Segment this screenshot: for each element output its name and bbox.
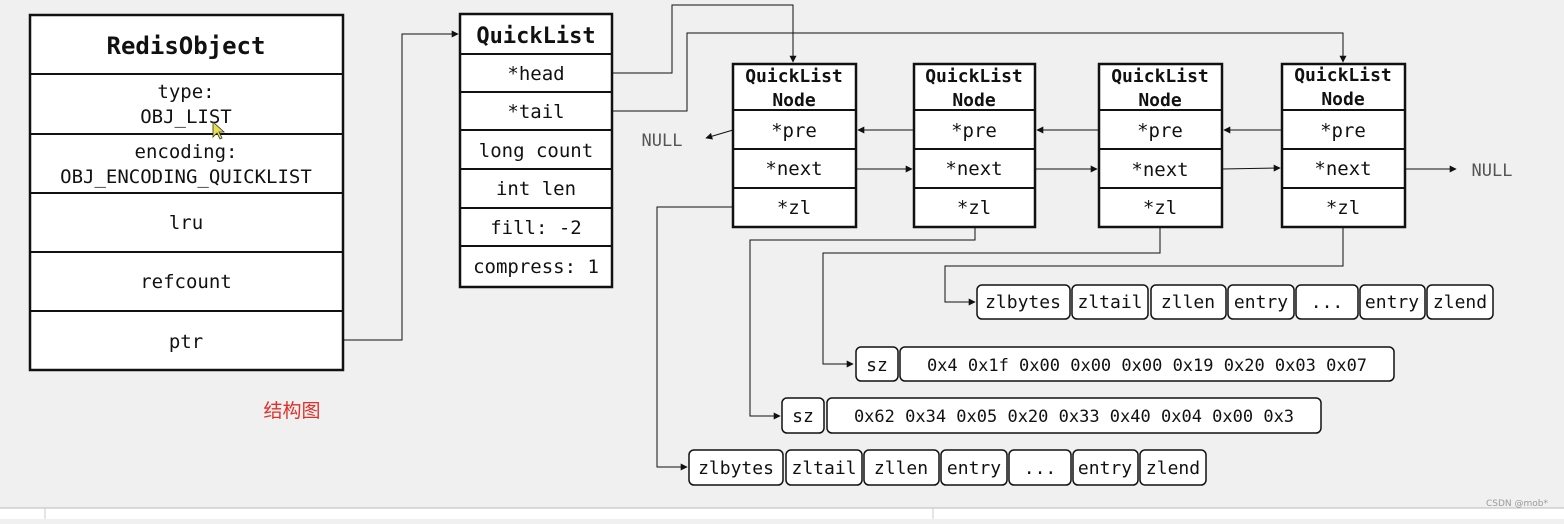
ziplist-2-entry-first: entry bbox=[947, 458, 1001, 479]
ziplist-1-zlbytes: zlbytes bbox=[985, 292, 1061, 313]
quicklist-len: int len bbox=[496, 178, 576, 200]
ziplist-row-1: zlbytes zltail zllen entry ... entry zle… bbox=[976, 284, 1494, 320]
lzf-2-sz: sz bbox=[792, 406, 814, 427]
ziplist-2-entry-last: entry bbox=[1078, 458, 1132, 479]
lzf-2-bytes: 0x62 0x34 0x05 0x20 0x33 0x40 0x04 0x00 … bbox=[854, 407, 1294, 427]
null-right-label: NULL bbox=[1472, 161, 1513, 181]
ziplist-2-zllen: zllen bbox=[874, 458, 928, 479]
node-3-zl-arrow bbox=[822, 227, 1161, 368]
redis-object-box: RedisObject type: OBJ_LIST encoding: OBJ… bbox=[28, 13, 345, 372]
ziplist-2-zltail: zltail bbox=[791, 458, 856, 479]
node-2-title-2: Node bbox=[952, 90, 996, 111]
node-1-title-1: QuickList bbox=[745, 66, 843, 87]
quicklist-tail: *tail bbox=[507, 101, 564, 123]
field-lru: lru bbox=[169, 212, 203, 234]
quicklist-box: QuickList *head *tail long count int len… bbox=[458, 12, 614, 289]
node-3-zl: *zl bbox=[1143, 197, 1177, 219]
ziplist-2-ellipsis: ... bbox=[1024, 458, 1057, 479]
node-4-title-1: QuickList bbox=[1294, 65, 1392, 86]
lzf-node-2: sz 0x62 0x34 0x05 0x20 0x33 0x40 0x04 0x… bbox=[781, 397, 1322, 434]
node-2-zl-arrow bbox=[749, 227, 976, 420]
node-1-pre-arrow bbox=[705, 129, 734, 140]
ziplist-1-zlend: zlend bbox=[1433, 292, 1487, 313]
node-1-zl: *zl bbox=[777, 197, 811, 219]
quicklist-compress: compress: 1 bbox=[473, 256, 599, 278]
field-encoding-label: encoding: bbox=[135, 141, 238, 163]
quicklist-node-3: QuickList Node *pre *next *zl bbox=[1097, 62, 1224, 229]
head-arrow bbox=[612, 4, 797, 74]
node-4-zl: *zl bbox=[1326, 197, 1360, 219]
node-1-pre: *pre bbox=[771, 120, 817, 142]
node-4-zl-arrow bbox=[944, 227, 1344, 306]
node-3-next: *next bbox=[1131, 159, 1188, 181]
redis-object-title: RedisObject bbox=[107, 32, 266, 60]
ziplist-row-2: zlbytes zltail zllen entry ... entry zle… bbox=[688, 449, 1207, 486]
ziplist-1-entry-last: entry bbox=[1365, 292, 1419, 313]
lzf-1-bytes: 0x4 0x1f 0x00 0x00 0x00 0x19 0x20 0x03 0… bbox=[927, 356, 1367, 376]
field-encoding-value: OBJ_ENCODING_QUICKLIST bbox=[60, 166, 312, 188]
mouse-cursor-icon bbox=[212, 121, 226, 140]
ptr-arrow bbox=[343, 30, 459, 341]
ziplist-1-zltail: zltail bbox=[1077, 292, 1142, 313]
node-2-pre: *pre bbox=[951, 120, 997, 142]
bottom-panel bbox=[0, 508, 1564, 519]
node-3-pre: *pre bbox=[1137, 120, 1183, 142]
node-4-title-2: Node bbox=[1321, 89, 1365, 110]
ziplist-1-ellipsis: ... bbox=[1311, 292, 1344, 313]
node-2-next: *next bbox=[945, 158, 1002, 180]
field-type-value: OBJ_LIST bbox=[140, 106, 232, 128]
quicklist-node-2: QuickList Node *pre *next *zl bbox=[912, 62, 1037, 229]
field-ptr: ptr bbox=[169, 331, 203, 353]
tail-arrow bbox=[612, 32, 1347, 112]
ziplist-1-entry-first: entry bbox=[1234, 292, 1288, 313]
quicklist-node-4: QuickList Node *pre *next *zl bbox=[1280, 62, 1407, 229]
node-1-title-2: Node bbox=[772, 90, 816, 111]
lzf-node-1: sz 0x4 0x1f 0x00 0x00 0x00 0x19 0x20 0x0… bbox=[855, 346, 1395, 382]
node-1-next: *next bbox=[765, 158, 822, 180]
caption-text: 结构图 bbox=[263, 400, 320, 422]
watermark-text: CSDN @mob* bbox=[1486, 499, 1549, 509]
field-refcount: refcount bbox=[140, 271, 232, 293]
null-left-label: NULL bbox=[642, 131, 683, 151]
node-3-title-1: QuickList bbox=[1111, 66, 1209, 87]
node-2-zl: *zl bbox=[957, 197, 991, 219]
ziplist-2-zlend: zlend bbox=[1146, 458, 1200, 479]
quicklist-head: *head bbox=[507, 63, 564, 85]
node-3-title-2: Node bbox=[1138, 90, 1182, 111]
quicklist-fill: fill: -2 bbox=[490, 217, 582, 239]
node-3-next-arrow bbox=[1221, 164, 1281, 172]
node-4-next: *next bbox=[1314, 158, 1371, 180]
node-1-zl-arrow bbox=[656, 206, 733, 471]
quicklist-title: QuickList bbox=[476, 24, 595, 49]
quicklist-count: long count bbox=[479, 140, 593, 162]
node-4-pre: *pre bbox=[1320, 120, 1366, 142]
ziplist-1-zllen: zllen bbox=[1161, 292, 1215, 313]
lzf-1-sz: sz bbox=[866, 355, 888, 376]
node-2-title-1: QuickList bbox=[925, 66, 1023, 87]
quicklist-node-1: QuickList Node *pre *next *zl bbox=[731, 62, 858, 229]
ziplist-2-zlbytes: zlbytes bbox=[698, 458, 774, 479]
field-type-label: type: bbox=[157, 81, 214, 103]
